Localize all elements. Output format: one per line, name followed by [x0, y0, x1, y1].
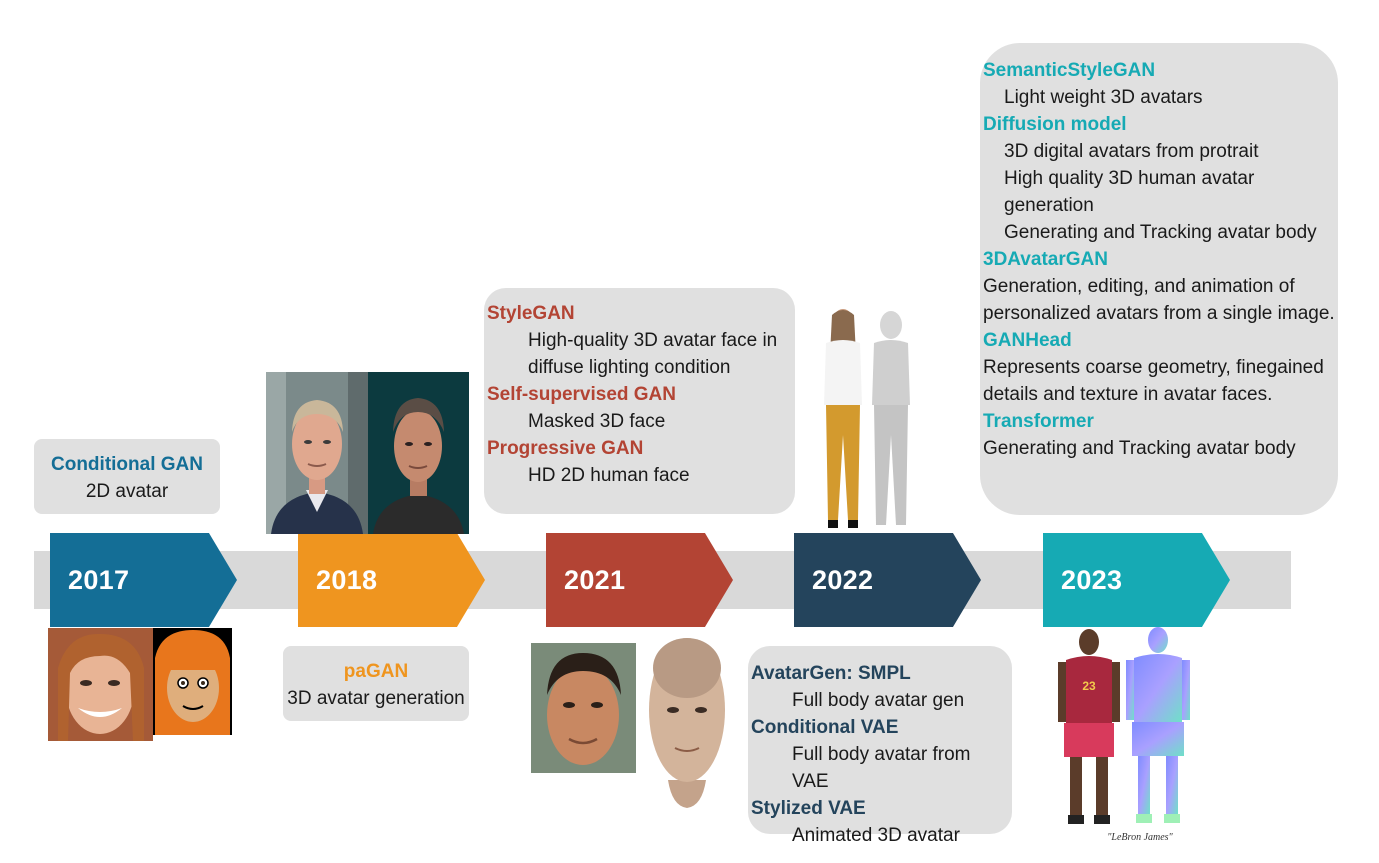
box-2023-title-semanticstylegan: SemanticStyleGAN	[983, 60, 1156, 81]
box-2022-title-avatargen: AvatarGen: SMPL	[751, 663, 911, 684]
box-2023: SemanticStyleGAN Light weight 3D avatars…	[980, 43, 1338, 515]
box-2023-line: Generating and Tracking avatar body	[983, 438, 1296, 459]
box-2022: AvatarGen: SMPL Full body avatar gen Con…	[748, 646, 1012, 846]
box-2018: paGAN 3D avatar generation	[283, 646, 469, 721]
image-2022-real-body	[824, 309, 862, 528]
image-2022-3d-body	[872, 311, 910, 525]
year-label-2022: 2022	[812, 565, 874, 595]
box-2022-line: Full body avatar gen	[792, 690, 965, 711]
image-2021-3d-head	[638, 630, 736, 808]
box-2021: StyleGAN High-quality 3D avatar face in …	[484, 288, 795, 514]
box-2023-line: Generating and Tracking avatar body	[1004, 222, 1317, 243]
box-2017: Conditional GAN 2D avatar	[34, 439, 220, 514]
box-2021-line: Masked 3D face	[528, 411, 666, 432]
image-2021-real-face	[531, 643, 636, 773]
image-2017-cartoon-face	[153, 628, 232, 735]
year-label-2018: 2018	[316, 565, 378, 595]
box-2023-line: generation	[1004, 195, 1094, 216]
box-2022-line: Full body avatar from VAE	[792, 744, 971, 792]
year-arrow-2023: 2023	[1043, 533, 1230, 627]
year-label-2017: 2017	[68, 565, 130, 595]
box-2023-line: Represents coarse geometry, finegained	[983, 357, 1324, 378]
box-2023-title-3davatargan: 3DAvatarGAN	[983, 249, 1108, 270]
image-caption-lebron: "LeBron James"	[1107, 832, 1173, 843]
image-2018-cg-face	[368, 372, 469, 534]
box-2021-line: High-quality 3D avatar face in	[528, 330, 778, 351]
year-arrow-2018: 2018	[298, 533, 485, 627]
year-label-2021: 2021	[564, 565, 626, 595]
box-2023-title-diffusion: Diffusion model	[983, 114, 1127, 135]
box-2022-line: Animated 3D avatar	[792, 825, 960, 846]
image-2017-real-face	[48, 628, 153, 741]
box-2022-title-cvae: Conditional VAE	[751, 717, 899, 738]
box-2021-line: HD 2D human face	[528, 465, 690, 486]
box-2023-title-transformer: Transformer	[983, 411, 1094, 432]
box-2023-line: High quality 3D human avatar	[1004, 168, 1255, 189]
box-2017-title: Conditional GAN	[51, 454, 203, 475]
box-2023-line: Light weight 3D avatars	[1004, 87, 1203, 108]
image-2023-real-body: 23	[1058, 629, 1120, 824]
year-arrow-2022: 2022	[794, 533, 981, 627]
box-2023-line: personalized avatars from a single image…	[983, 303, 1335, 324]
box-2017-text: 2D avatar	[85, 481, 169, 502]
year-arrow-2021: 2021	[546, 533, 733, 627]
svg-text:23: 23	[1082, 679, 1096, 693]
box-2023-line: details and texture in avatar faces.	[983, 384, 1273, 405]
year-label-2023: 2023	[1061, 565, 1123, 595]
box-2023-line: Generation, editing, and animation of	[983, 276, 1295, 297]
box-2021-line: diffuse lighting condition	[528, 357, 731, 378]
image-2018-real-face	[266, 372, 368, 534]
image-2023-3d-body	[1126, 627, 1190, 823]
box-2023-title-ganhead: GANHead	[983, 330, 1072, 351]
box-2023-line: 3D digital avatars from protrait	[1004, 141, 1259, 162]
box-2018-text: 3D avatar generation	[287, 688, 465, 709]
box-2021-title-ssgan: Self-supervised GAN	[487, 384, 676, 405]
box-2021-title-stylegan: StyleGAN	[487, 303, 575, 324]
box-2018-title: paGAN	[343, 661, 409, 682]
box-2021-title-pgan: Progressive GAN	[487, 438, 644, 459]
box-2022-title-svae: Stylized VAE	[751, 798, 866, 819]
year-arrow-2017: 2017	[50, 533, 237, 627]
